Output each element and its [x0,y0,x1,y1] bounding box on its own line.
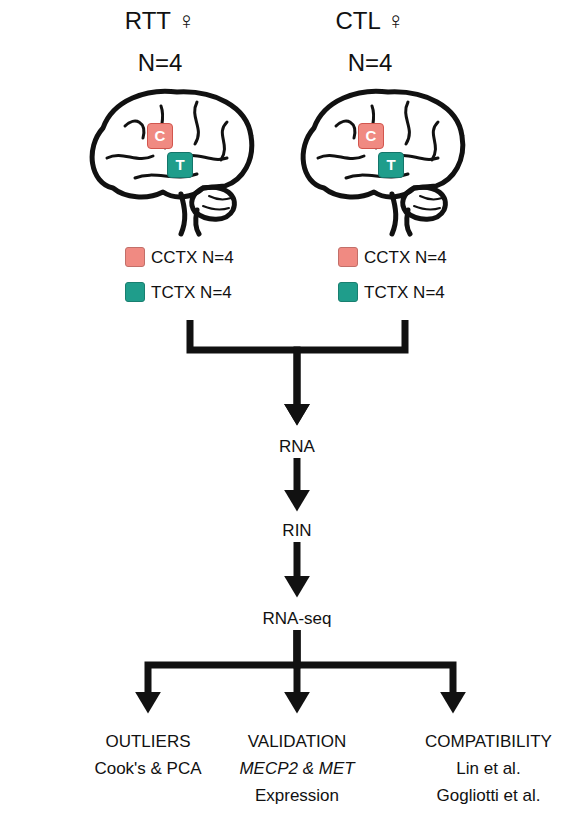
output-label: VALIDATIONMECP2 & METExpression [207,712,387,809]
brain-line [221,122,227,160]
flow-connector [148,630,297,692]
output-detail: MECP2 & MET [207,755,387,782]
step-text: RNA-seq [237,608,357,630]
legend-swatch [125,247,145,267]
legend-label: TCTX N=4 [151,282,232,303]
brain-group: RTT ♀N=4CT [75,0,245,320]
flow-connector [190,320,297,404]
brain-group: CTL ♀N=4CT [285,0,455,320]
output-heading: OUTLIERS [58,728,238,755]
region-letter: T [175,156,184,174]
brain-line [406,102,410,144]
brain-line [203,196,231,209]
group-heading: CTL ♀ [285,0,455,42]
brain-line [432,122,438,160]
region-letter: C [366,127,377,145]
region-letter: T [386,156,395,174]
brain-line [318,155,364,158]
output-heading: VALIDATION [207,728,387,755]
output-detail: Gogliotti et al. [400,782,577,809]
step-text: RIN [237,520,357,542]
legend-swatch [338,282,358,302]
region-letter: C [155,127,166,145]
region-box: C [147,123,173,149]
step-label: RNA-seq [237,596,357,630]
flow-connector [294,542,301,576]
brain-line [195,102,199,144]
flow-connector [294,458,301,490]
group-heading: RTT ♀ [75,0,245,42]
brain-line [392,194,410,234]
region-box: T [167,152,193,178]
output-label: COMPATIBILITYLin et al.Gogliotti et al. [400,712,577,809]
output-label: OUTLIERSCook's & PCA [58,712,238,782]
step-label: RNA [237,424,357,458]
brain-line [414,196,442,209]
output-heading: COMPATIBILITY [400,728,577,755]
region-box: T [378,152,404,178]
brain-line [181,194,199,234]
legend-label: CCTX N=4 [151,247,234,268]
brain-line [92,91,252,197]
brain-line [107,155,153,158]
legend-swatch [338,247,358,267]
flow-connector [294,630,301,692]
region-box: C [358,123,384,149]
sample-count: N=4 [285,42,455,84]
output-detail: Lin et al. [400,755,577,782]
legend-label: CCTX N=4 [364,247,447,268]
legend-swatch [125,282,145,302]
legend-label: TCTX N=4 [364,282,445,303]
output-detail: Expression [207,782,387,809]
flow-connector [297,630,453,692]
output-detail: Cook's & PCA [58,755,238,782]
step-text: RNA [237,436,357,458]
step-label: RIN [237,510,357,542]
brain-line [336,121,355,138]
brain-line [303,91,463,197]
flow-connector [297,320,405,404]
sample-count: N=4 [75,42,245,84]
brain-line [125,121,144,138]
